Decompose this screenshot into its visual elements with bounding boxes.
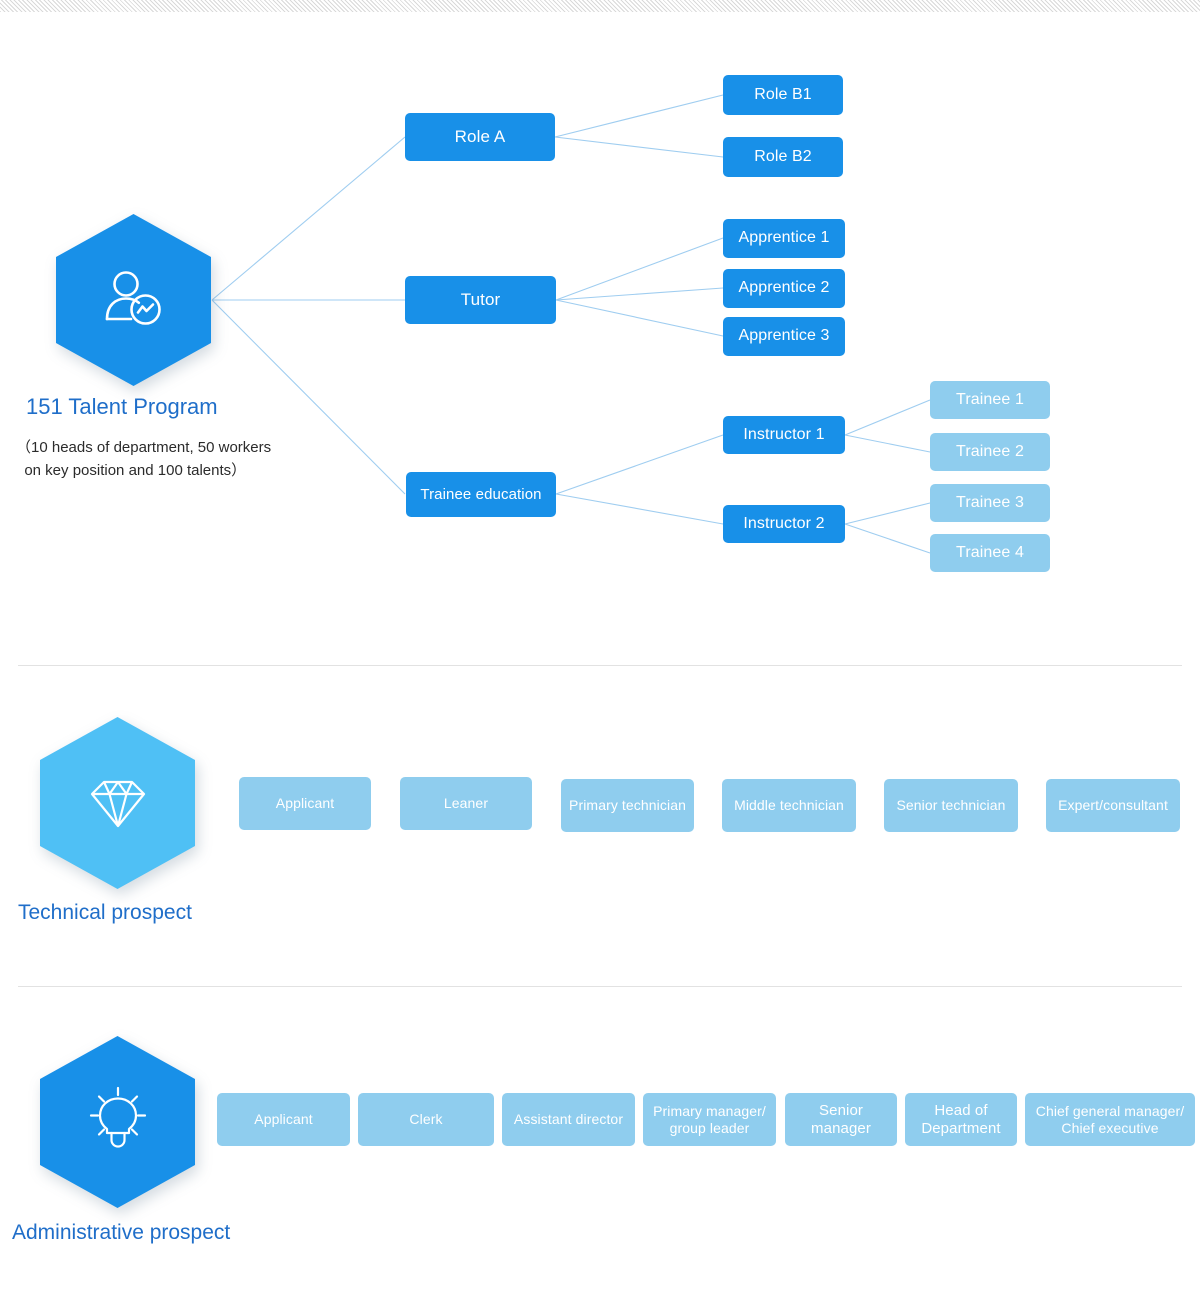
page-title: 151 Talent Program — [26, 394, 218, 419]
admin-step-clerk[interactable]: Clerk — [358, 1093, 494, 1146]
hexagon-shape — [56, 214, 211, 386]
tech-step-applicant[interactable]: Applicant — [239, 777, 371, 830]
node-apprentice-3[interactable]: Apprentice 3 — [723, 317, 845, 356]
hexagon-shape — [40, 717, 195, 889]
lightbulb-icon — [89, 1086, 146, 1148]
admin-step-chief-general-manager[interactable]: Chief general manager/ Chief executive — [1025, 1093, 1195, 1146]
node-apprentice-1[interactable]: Apprentice 1 — [723, 219, 845, 258]
node-tutor[interactable]: Tutor — [405, 276, 556, 324]
admin-step-head-of-department[interactable]: Head of Department — [905, 1093, 1017, 1146]
node-trainee-3[interactable]: Trainee 3 — [930, 484, 1050, 522]
tech-step-primary-technician[interactable]: Primary technician — [561, 779, 694, 832]
node-trainee-education[interactable]: Trainee education — [406, 472, 556, 517]
node-role-b1[interactable]: Role B1 — [723, 75, 843, 115]
diamond-icon — [90, 780, 145, 828]
admin-step-primary-manager[interactable]: Primary manager/ group leader — [643, 1093, 776, 1146]
node-apprentice-2[interactable]: Apprentice 2 — [723, 269, 845, 308]
admin-step-applicant[interactable]: Applicant — [217, 1093, 350, 1146]
node-role-b2[interactable]: Role B2 — [723, 137, 843, 177]
top-hatch-strip — [0, 0, 1200, 12]
node-trainee-4[interactable]: Trainee 4 — [930, 534, 1050, 572]
administrative-prospect-caption: Administrative prospect — [12, 1221, 231, 1244]
tech-step-leaner[interactable]: Leaner — [400, 777, 532, 830]
node-instructor-2[interactable]: Instructor 2 — [723, 505, 845, 543]
section-divider-1 — [18, 665, 1182, 666]
user-analytics-icon — [105, 271, 161, 325]
technical-prospect-caption: Technical prospect — [18, 901, 192, 924]
talent-program-subtitle-line-1: （10 heads of department, 50 workers — [16, 439, 272, 456]
section-divider-2 — [18, 986, 1182, 987]
node-role-a[interactable]: Role A — [405, 113, 555, 161]
tech-step-expert-consultant[interactable]: Expert/consultant — [1046, 779, 1180, 832]
admin-step-assistant-director[interactable]: Assistant director — [502, 1093, 635, 1146]
tech-step-senior-technician[interactable]: Senior technician — [884, 779, 1018, 832]
talent-program-subtitle-line-2: on key position and 100 talents） — [16, 462, 247, 479]
admin-step-senior-manager[interactable]: Senior manager — [785, 1093, 897, 1146]
hexagon-shape — [40, 1036, 195, 1208]
node-instructor-1[interactable]: Instructor 1 — [723, 416, 845, 454]
tech-step-middle-technician[interactable]: Middle technician — [722, 779, 856, 832]
node-trainee-2[interactable]: Trainee 2 — [930, 433, 1050, 471]
node-trainee-1[interactable]: Trainee 1 — [930, 381, 1050, 419]
